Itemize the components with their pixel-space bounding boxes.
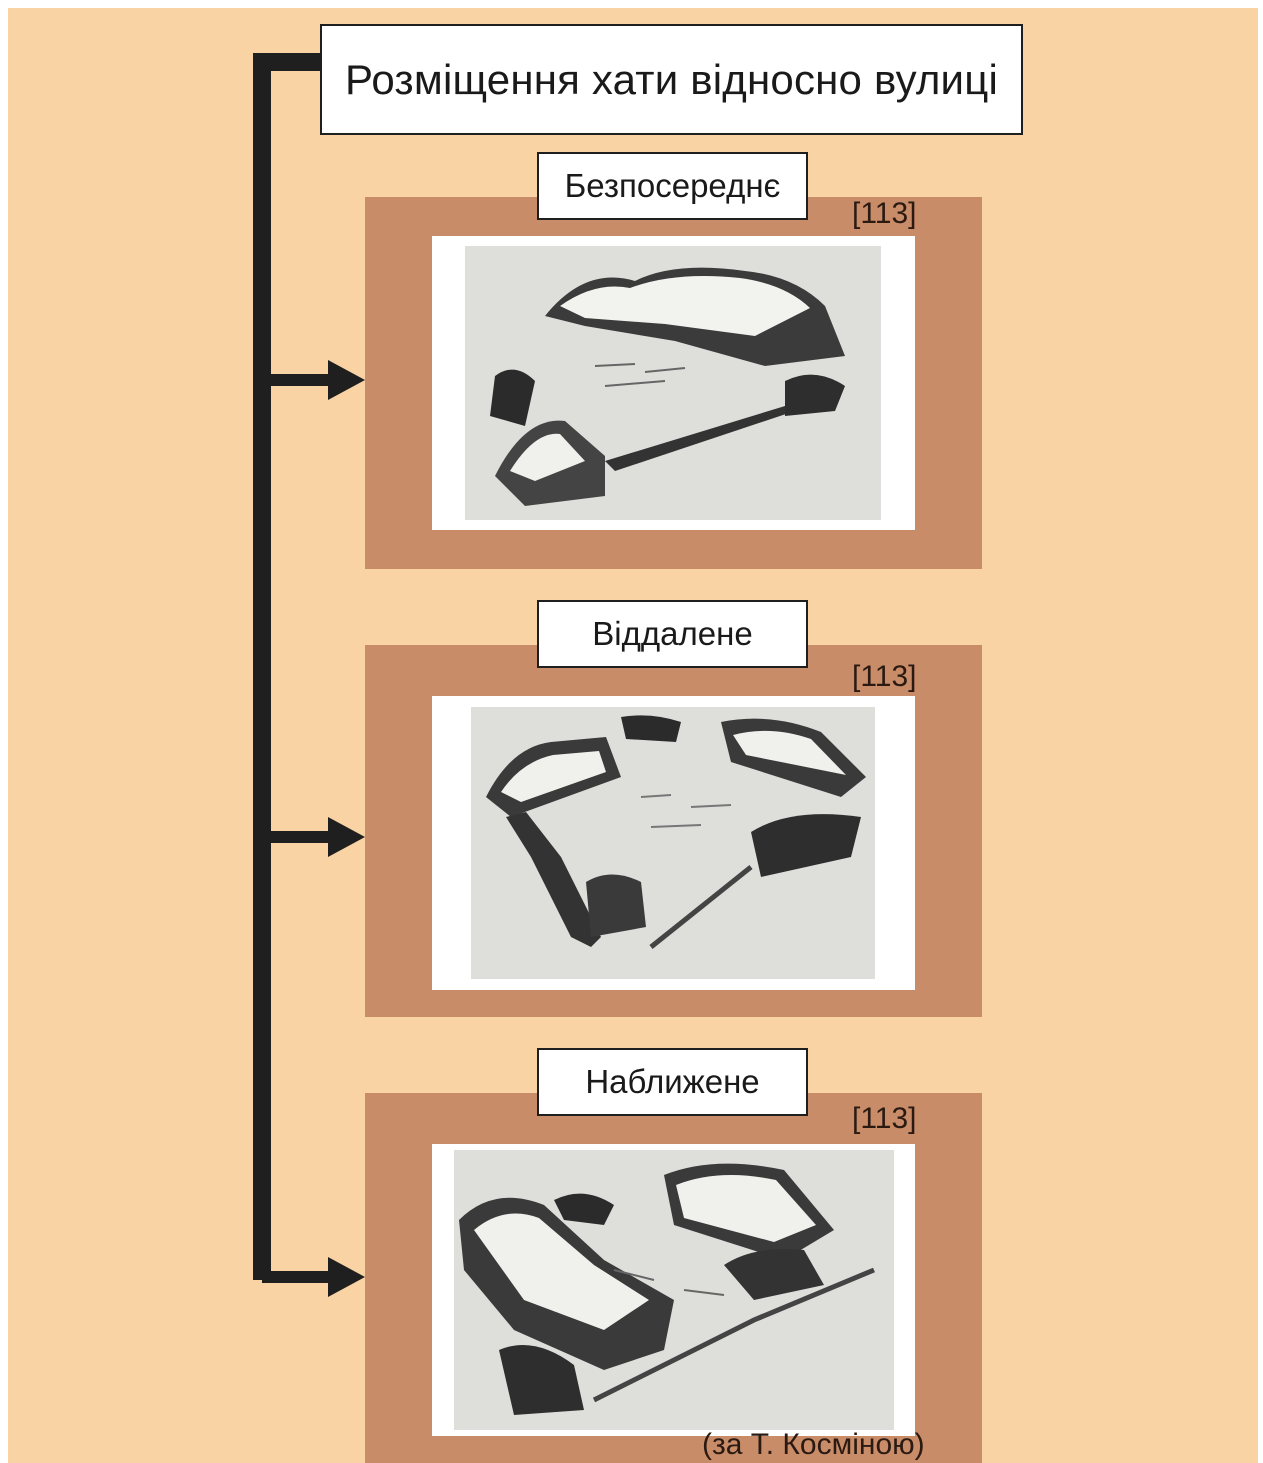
sketch-houses-at-street <box>465 246 881 520</box>
arrow-1 <box>262 360 365 400</box>
sketch-houses-near-street <box>454 1150 894 1430</box>
label-distant: Віддалене <box>537 600 808 668</box>
sketch-houses-far-from-street <box>471 707 875 979</box>
label-near: Наближене <box>537 1048 808 1116</box>
reference-label: [113] <box>852 1102 917 1136</box>
credit-caption: (за Т. Косміною) <box>702 1428 925 1462</box>
arrow-2 <box>262 817 365 857</box>
reference-label: [113] <box>852 660 917 694</box>
arrow-3 <box>262 1257 365 1297</box>
bracket-line <box>262 62 322 1280</box>
label-direct: Безпосереднє <box>537 152 808 220</box>
diagram-title: Розміщення хати відносно вулиці <box>320 24 1023 135</box>
reference-label: [113] <box>852 197 917 231</box>
